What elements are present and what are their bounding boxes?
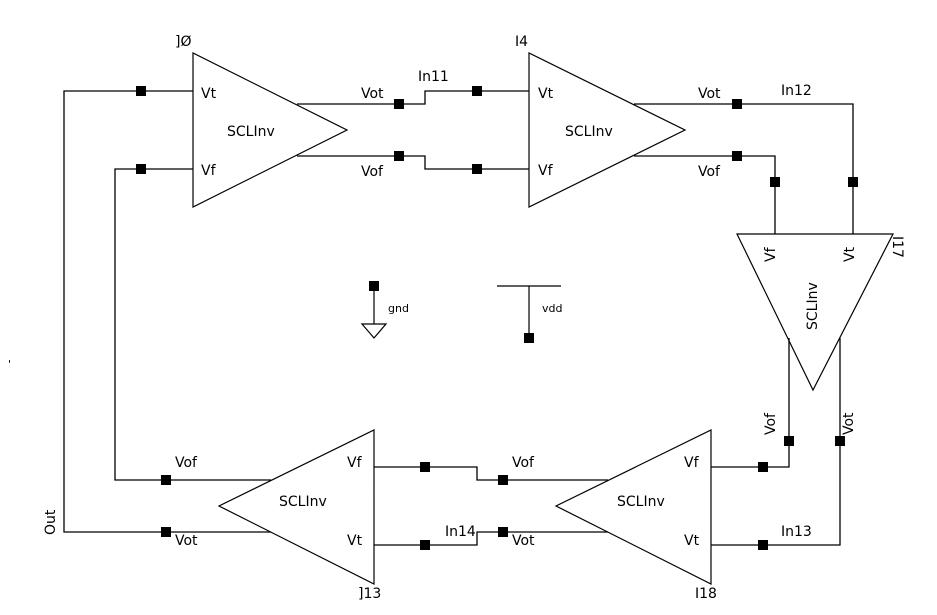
pin-marker [732, 99, 742, 109]
pin-marker [758, 462, 768, 472]
ground-icon [360, 323, 388, 339]
pin-label-vt: Vt [347, 533, 363, 549]
pin-label-vf: Vf [201, 163, 217, 179]
pin-marker [472, 164, 482, 174]
inverter-I4[interactable]: I4 SCLInv Vt Vf Vot Vof [515, 34, 721, 208]
instance-label: I4 [515, 34, 528, 50]
pin-marker [770, 177, 780, 187]
inverter-I13[interactable]: ]13 SCLInv Vf Vt Vof Vot [175, 429, 381, 602]
inverter-symbol [736, 233, 894, 392]
pin-label-vt: Vt [538, 86, 554, 102]
pin-label-vof: Vof [175, 455, 198, 471]
inverter-I18[interactable]: I18 SCLInv Vf Vt Vof Vot [512, 429, 717, 602]
pin-marker [784, 436, 794, 446]
inverter-symbol [217, 429, 375, 585]
inverter-symbol [192, 52, 349, 208]
pin-marker [394, 151, 404, 161]
vdd-symbol[interactable]: vdd [497, 285, 562, 343]
pin-label-vf: Vf [347, 455, 363, 471]
pin-marker [420, 462, 430, 472]
pin-marker [758, 540, 768, 550]
wire-in11[interactable] [297, 90, 529, 105]
pin-marker [161, 475, 171, 485]
pin-label-vof: Vof [763, 412, 779, 435]
instance-label: ]13 [358, 586, 381, 602]
pin-marker [161, 527, 171, 537]
pin-marker [136, 164, 146, 174]
pin-marker [136, 86, 146, 96]
wire-i13-vof-to-i0-vf[interactable] [114, 168, 271, 481]
pin-label-vof: Vof [361, 164, 384, 180]
wire-i0-vof-to-i4-vf[interactable] [297, 155, 529, 170]
pin-label-vot: Vot [841, 412, 857, 435]
pin-marker [848, 177, 858, 187]
pin-label-vot: Vot [361, 86, 384, 102]
pin-label-vot: Vot [512, 533, 535, 549]
instance-label: ]Ø [175, 34, 191, 50]
pin-label-vf: Vf [763, 246, 779, 262]
vdd-label: vdd [542, 302, 562, 315]
gnd-symbol[interactable]: gnd [360, 281, 409, 339]
pin-marker [732, 151, 742, 161]
inverter-symbol [554, 429, 712, 585]
cell-name: SCLInv [279, 494, 327, 510]
wire-in13[interactable] [711, 338, 841, 546]
net-label-in12: In12 [781, 83, 812, 99]
pin-label-vof: Vof [512, 455, 535, 471]
net-label-in11: In11 [418, 69, 449, 85]
pin-marker [498, 475, 508, 485]
pin-markers [136, 86, 858, 550]
wire-i17-vof-to-i18-vf[interactable] [711, 338, 790, 468]
wire-in14[interactable] [374, 531, 608, 546]
pin-marker [420, 540, 430, 550]
cell-name: SCLInv [565, 124, 613, 140]
pin-label-vt: Vt [842, 246, 858, 262]
pin-marker [524, 333, 534, 343]
pin-label-vf: Vf [538, 163, 554, 179]
cell-name: SCLInv [227, 124, 275, 140]
wire-i18-vof-to-i13-vf[interactable] [374, 466, 608, 481]
net-label-out: Out [43, 509, 59, 535]
pin-label-vof: Vof [698, 164, 721, 180]
pin-label-vot: Vot [175, 533, 198, 549]
inverter-symbol [528, 52, 687, 208]
instance-label: I18 [695, 586, 717, 602]
wire-out[interactable] [63, 90, 271, 533]
cell-name: SCLInv [805, 282, 821, 330]
stray-mark: ' [8, 358, 11, 371]
net-label-in13: In13 [781, 524, 812, 540]
pin-label-vt: Vt [201, 86, 217, 102]
pin-label-vot: Vot [698, 86, 721, 102]
instance-label: I17 [889, 236, 905, 258]
net-label-in14: In14 [445, 524, 476, 540]
inverter-I0[interactable]: ]Ø SCLInv Vt Vf Vot Vof [175, 34, 384, 208]
gnd-label: gnd [388, 302, 409, 315]
pin-marker [498, 527, 508, 537]
pin-label-vf: Vf [684, 455, 700, 471]
wire-in12[interactable] [634, 103, 854, 234]
pin-marker [394, 99, 404, 109]
cell-name: SCLInv [617, 494, 665, 510]
wire-i4-vof-to-i17-vf[interactable] [634, 155, 776, 234]
inverter-I17[interactable]: I17 SCLInv Vf Vt Vof Vot [736, 233, 905, 435]
pin-marker [835, 436, 845, 446]
pin-label-vt: Vt [684, 533, 700, 549]
pin-marker [472, 86, 482, 96]
